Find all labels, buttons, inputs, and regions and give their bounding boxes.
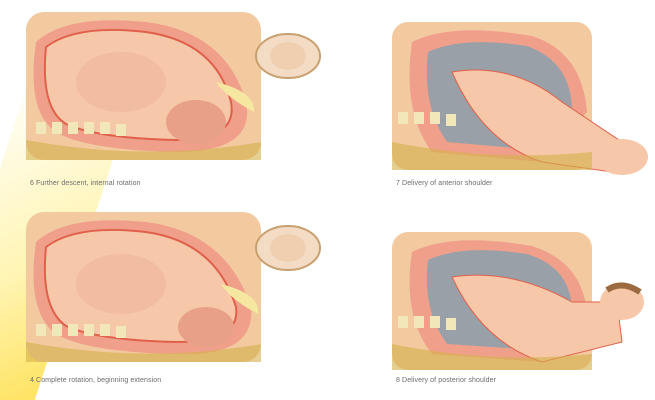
- birth-stage-illustration-4: [392, 232, 654, 382]
- panel-caption-4: 8 Delivery of posterior shoulder: [396, 377, 496, 384]
- panel-caption-2: 7 Delivery of anterior shoulder: [396, 180, 492, 187]
- illustration-panel-2: [392, 22, 654, 182]
- panel-caption-3: 4 Complete rotation, beginning extension: [30, 377, 161, 384]
- panel-caption-1: 6 Further descent, internal rotation: [30, 180, 141, 187]
- birth-stage-illustration-2: [392, 22, 654, 182]
- illustration-panel-1: [26, 12, 346, 172]
- birth-stage-illustration-1: [26, 12, 346, 172]
- illustration-panel-3: [26, 212, 346, 372]
- birth-stage-illustration-3: [26, 212, 346, 372]
- illustration-panel-4: [392, 232, 654, 382]
